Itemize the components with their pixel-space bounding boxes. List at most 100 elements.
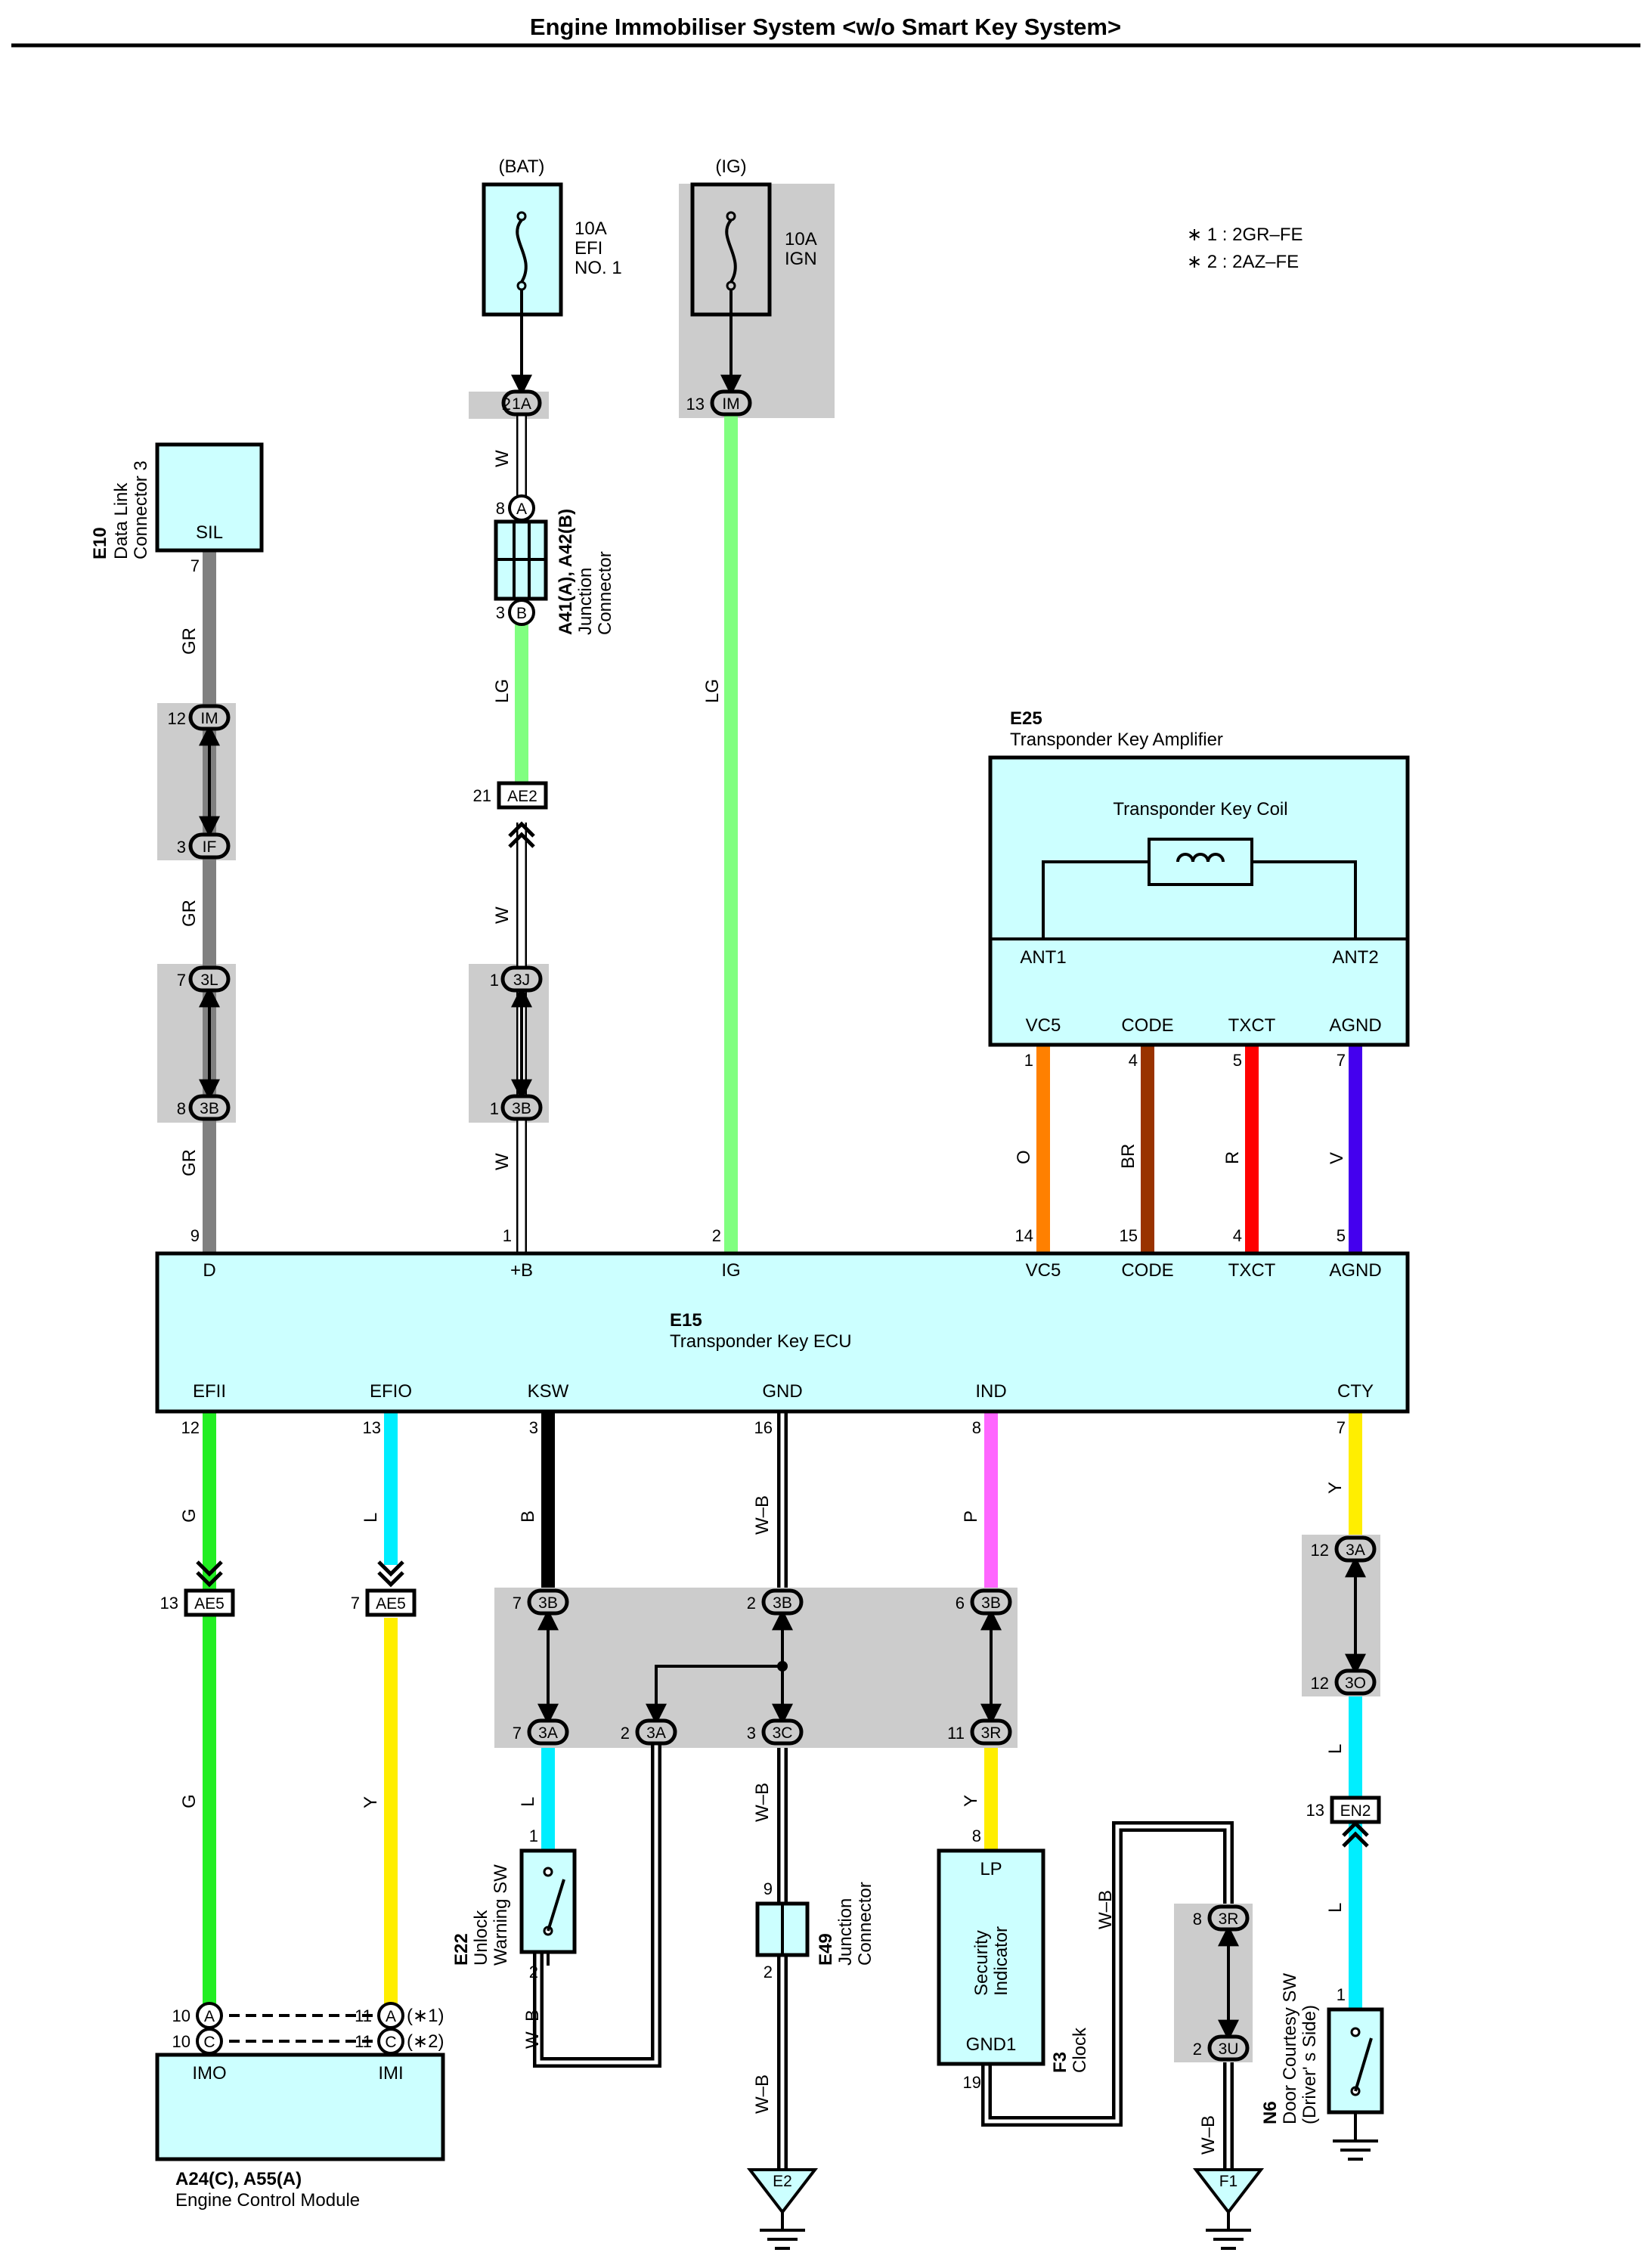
- svg-text:6: 6: [956, 1594, 965, 1613]
- svg-text:3L: 3L: [200, 971, 218, 989]
- svg-text:12: 12: [1311, 1541, 1329, 1560]
- svg-text:W–B: W–B: [752, 1783, 773, 1822]
- svg-text:3B: 3B: [538, 1594, 558, 1612]
- svg-text:7: 7: [513, 1724, 522, 1743]
- svg-text:Indicator: Indicator: [991, 1926, 1011, 1996]
- svg-text:3: 3: [529, 1418, 538, 1437]
- svg-text:13: 13: [160, 1594, 178, 1613]
- svg-text:GR: GR: [179, 900, 200, 927]
- svg-text:L: L: [361, 1513, 381, 1523]
- svg-text:+B: +B: [510, 1260, 533, 1281]
- svg-text:A: A: [516, 500, 527, 518]
- svg-text:16: 16: [754, 1418, 773, 1437]
- svg-text:F1: F1: [1219, 2173, 1238, 2190]
- svg-text:8: 8: [972, 1826, 981, 1845]
- svg-text:3B: 3B: [773, 1594, 792, 1612]
- svg-text:W–B: W–B: [752, 1495, 773, 1535]
- svg-text:4: 4: [1233, 1226, 1242, 1245]
- svg-text:3A: 3A: [646, 1724, 666, 1742]
- svg-text:AE5: AE5: [194, 1595, 225, 1613]
- svg-text:W: W: [492, 450, 513, 467]
- svg-text:21: 21: [473, 786, 491, 805]
- svg-text:1A: 1A: [512, 395, 531, 413]
- svg-text:2: 2: [621, 1724, 630, 1743]
- svg-text:(∗1): (∗1): [407, 2006, 444, 2026]
- svg-text:IMO: IMO: [192, 2063, 226, 2084]
- svg-text:TXCT: TXCT: [1228, 1015, 1276, 1036]
- svg-text:IMI: IMI: [378, 2063, 403, 2084]
- fuse-efi: (BAT) 10A EFI NO. 1: [482, 156, 622, 339]
- svg-text:7: 7: [190, 556, 200, 575]
- svg-text:EN2: EN2: [1340, 1802, 1371, 1820]
- splice-dot: [777, 1661, 788, 1672]
- svg-text:GR: GR: [179, 1149, 200, 1176]
- svg-text:Y: Y: [361, 1796, 381, 1808]
- svg-text:A: A: [204, 2008, 215, 2025]
- svg-text:8: 8: [496, 499, 505, 518]
- svg-text:3U: 3U: [1219, 2040, 1239, 2058]
- svg-text:IM: IM: [722, 395, 739, 413]
- svg-text:(BAT): (BAT): [499, 156, 545, 177]
- svg-text:14: 14: [1015, 1226, 1033, 1245]
- svg-text:3O: 3O: [1345, 1675, 1366, 1692]
- svg-text:2: 2: [712, 1226, 721, 1245]
- svg-text:P: P: [961, 1510, 981, 1523]
- svg-text:CODE: CODE: [1121, 1260, 1173, 1281]
- svg-text:EFIO: EFIO: [370, 1381, 412, 1402]
- svg-text:3R: 3R: [981, 1724, 1002, 1742]
- svg-text:CODE: CODE: [1121, 1015, 1173, 1036]
- svg-text:Transponder Key ECU: Transponder Key ECU: [670, 1331, 852, 1352]
- svg-text:R: R: [1222, 1151, 1243, 1164]
- svg-text:AE5: AE5: [376, 1595, 406, 1613]
- svg-text:AGND: AGND: [1329, 1260, 1381, 1281]
- svg-text:(Driver' s Side): (Driver' s Side): [1299, 2005, 1320, 2124]
- svg-text:10A: 10A: [575, 218, 607, 239]
- svg-text:3B: 3B: [200, 1100, 219, 1117]
- pin-numbers: 2 13 8 3 21 7 12 3 7 8 1 1 9 1 2 14 15 4…: [160, 395, 1346, 2092]
- svg-text:Y: Y: [1325, 1482, 1346, 1494]
- svg-text:9: 9: [764, 1879, 773, 1898]
- svg-text:Warning SW: Warning SW: [491, 1864, 511, 1966]
- svg-text:8: 8: [1193, 1910, 1202, 1929]
- svg-text:7: 7: [1337, 1418, 1346, 1437]
- svg-text:VC5: VC5: [1026, 1260, 1061, 1281]
- svg-text:3R: 3R: [1219, 1910, 1239, 1928]
- junction-connector-a41: A41(A), A42(B) Junction Connector: [494, 509, 615, 635]
- svg-text:Junction: Junction: [835, 1898, 856, 1966]
- svg-text:Connector 3: Connector 3: [131, 460, 151, 559]
- svg-text:Transponder Key Amplifier: Transponder Key Amplifier: [1010, 730, 1223, 750]
- svg-text:3A: 3A: [1346, 1541, 1365, 1559]
- svg-text:ANT2: ANT2: [1332, 947, 1378, 968]
- svg-text:1: 1: [490, 1099, 499, 1118]
- svg-text:5: 5: [1337, 1226, 1346, 1245]
- splice-arrows: [199, 339, 1366, 2041]
- svg-text:7: 7: [513, 1594, 522, 1613]
- svg-text:11: 11: [947, 1724, 965, 1743]
- svg-text:D: D: [203, 1260, 215, 1281]
- svg-text:O: O: [1014, 1150, 1034, 1164]
- svg-text:IG: IG: [721, 1260, 740, 1281]
- svg-text:1: 1: [503, 1226, 512, 1245]
- engine-control-module: IMO IMI A24(C), A55(A) Engine Control Mo…: [155, 2053, 445, 2211]
- svg-text:13: 13: [686, 395, 705, 414]
- svg-text:TXCT: TXCT: [1228, 1260, 1276, 1281]
- svg-text:A24(C), A55(A): A24(C), A55(A): [175, 2169, 302, 2189]
- svg-text:N6: N6: [1260, 2101, 1281, 2124]
- svg-text:2: 2: [764, 1963, 773, 1981]
- svg-text:BR: BR: [1118, 1144, 1138, 1169]
- svg-text:LG: LG: [702, 679, 723, 703]
- svg-text:B: B: [516, 605, 527, 622]
- note-2: ∗ 2 : 2AZ–FE: [1187, 252, 1299, 272]
- svg-text:15: 15: [1120, 1226, 1138, 1245]
- svg-text:G: G: [179, 1794, 200, 1808]
- svg-text:4: 4: [1129, 1051, 1138, 1070]
- svg-text:1: 1: [529, 1826, 538, 1845]
- svg-text:L: L: [518, 1797, 538, 1807]
- svg-text:Unlock: Unlock: [471, 1910, 491, 1966]
- svg-text:12: 12: [168, 709, 186, 728]
- svg-text:2: 2: [1193, 2040, 1202, 2059]
- svg-text:ANT1: ANT1: [1020, 947, 1066, 968]
- svg-text:E22: E22: [451, 1933, 472, 1966]
- wire-color-labels: W LG W W GR GR GR LG O BR R V G L B W–B …: [179, 450, 1347, 2155]
- svg-text:G: G: [179, 1508, 200, 1523]
